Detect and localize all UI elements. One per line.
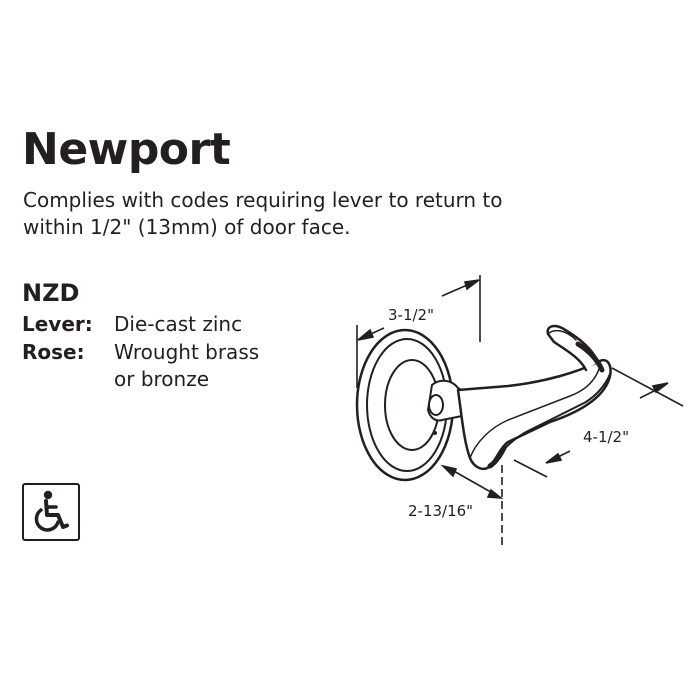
spec-rose-value: Wrought brass: [114, 340, 260, 364]
spec-rose-value-line-2: or bronze: [114, 367, 210, 391]
lever-tip: [546, 324, 600, 372]
product-title: Newport: [22, 124, 231, 175]
dim-return: 2-13/16": [408, 502, 473, 520]
lever-dimension-drawing: 3-1/2" 4-1/2" 2-13/16": [355, 275, 684, 548]
spec-lever-label: Lever:: [22, 312, 93, 336]
product-description: Complies with codes requiring lever to r…: [23, 187, 543, 241]
description-line-1: Complies with codes requiring lever to r…: [23, 188, 503, 212]
model-code: NZD: [22, 279, 80, 307]
wheelchair-icon: [22, 483, 80, 541]
dim-rose-projection: 3-1/2": [388, 306, 434, 324]
dim-lever-length: 4-1/2": [583, 428, 629, 446]
spec-lever-value: Die-cast zinc: [114, 312, 243, 336]
spec-rose-label: Rose:: [22, 340, 85, 364]
description-line-2: within 1/2" (13mm) of door face.: [23, 215, 351, 239]
lever-handle: [456, 359, 612, 470]
